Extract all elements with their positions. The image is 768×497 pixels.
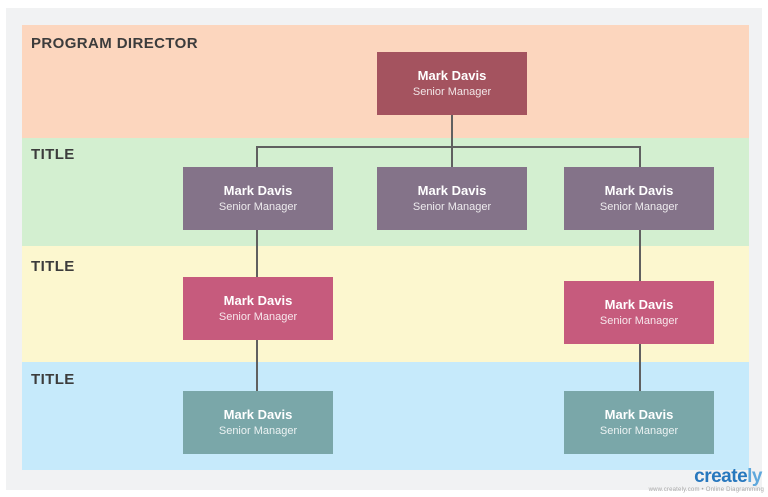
org-node-row3-right: Mark Davis Senior Manager	[564, 281, 714, 344]
org-node-name: Mark Davis	[223, 407, 293, 423]
connector-drop-left	[256, 146, 258, 168]
creately-logo-text: create	[694, 466, 748, 487]
creately-logo-text-light: ly	[747, 466, 762, 487]
org-node-role: Senior Manager	[599, 200, 679, 213]
org-node-name: Mark Davis	[417, 68, 487, 84]
lane-label-title-3: TITLE	[31, 371, 75, 388]
org-node-role: Senior Manager	[412, 85, 492, 98]
creately-logo[interactable]: creately	[694, 467, 764, 486]
connector-left-row4	[256, 340, 258, 392]
connector-right-row4	[639, 344, 641, 392]
org-node-row2-left: Mark Davis Senior Manager	[183, 167, 333, 230]
org-node-role: Senior Manager	[412, 200, 492, 213]
org-node-role: Senior Manager	[218, 200, 298, 213]
connector-bus	[257, 146, 641, 148]
org-node-row2-center: Mark Davis Senior Manager	[377, 167, 527, 230]
org-node-name: Mark Davis	[604, 407, 674, 423]
org-node-director: Mark Davis Senior Manager	[377, 52, 527, 115]
org-node-row2-right: Mark Davis Senior Manager	[564, 167, 714, 230]
org-node-name: Mark Davis	[604, 297, 674, 313]
org-node-role: Senior Manager	[218, 424, 298, 437]
connector-trunk	[451, 115, 453, 168]
org-node-name: Mark Davis	[223, 183, 293, 199]
creately-watermark[interactable]: creately www.creately.com • Online Diagr…	[649, 467, 764, 493]
org-node-role: Senior Manager	[599, 424, 679, 437]
org-node-row4-right: Mark Davis Senior Manager	[564, 391, 714, 454]
org-node-row4-left: Mark Davis Senior Manager	[183, 391, 333, 454]
org-node-name: Mark Davis	[604, 183, 674, 199]
org-node-row3-left: Mark Davis Senior Manager	[183, 277, 333, 340]
connector-right-row3	[639, 229, 641, 282]
connector-drop-right	[639, 146, 641, 168]
lane-label-title-2: TITLE	[31, 258, 75, 275]
org-node-name: Mark Davis	[223, 293, 293, 309]
org-node-role: Senior Manager	[599, 314, 679, 327]
lane-label-program-director: PROGRAM DIRECTOR	[31, 35, 198, 52]
creately-tagline: www.creately.com • Online Diagramming	[648, 487, 764, 493]
connector-left-row3	[256, 229, 258, 278]
org-node-role: Senior Manager	[218, 310, 298, 323]
org-node-name: Mark Davis	[417, 183, 487, 199]
lane-label-title-1: TITLE	[31, 146, 75, 163]
